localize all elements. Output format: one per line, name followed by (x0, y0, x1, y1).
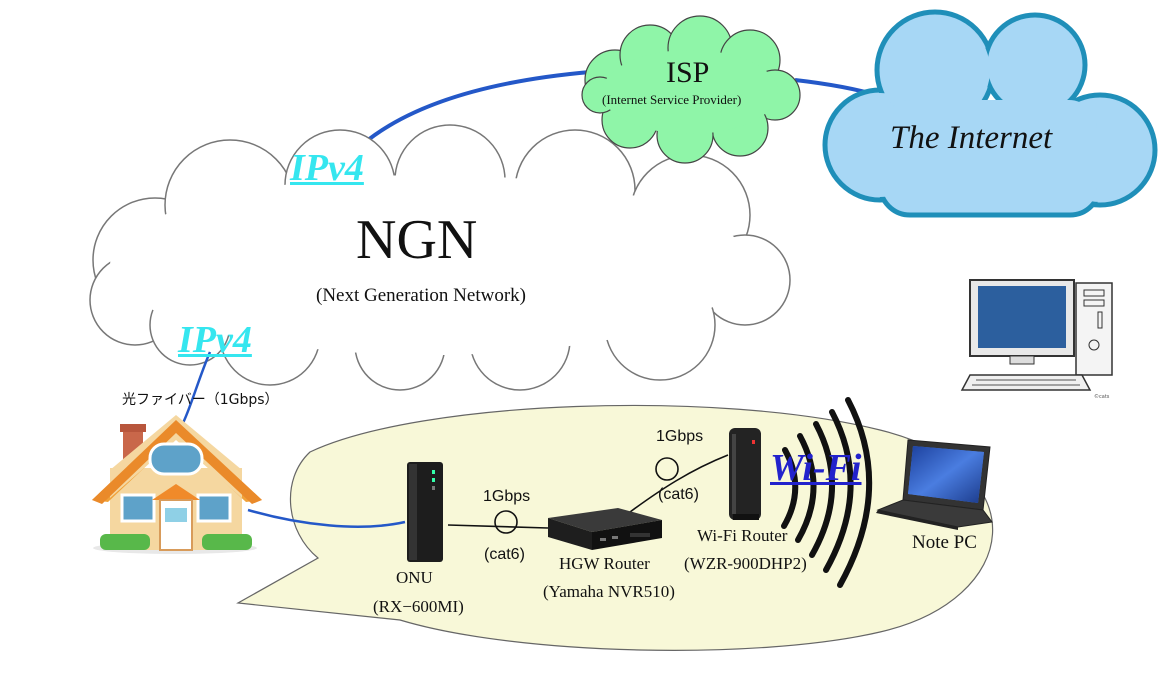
hgw-model: (Yamaha NVR510) (543, 582, 675, 601)
wifi-signal-icon (781, 397, 873, 588)
ipv4-label-upper: IPv4 (290, 147, 364, 189)
hgw-name: HGW Router (559, 554, 650, 573)
onu-hgw-speed-label: 1Gbps (483, 488, 531, 505)
hgw-router-icon (548, 508, 662, 550)
ipv4-label-lower: IPv4 (178, 319, 252, 361)
internet-cloud (822, 9, 1158, 218)
link-house-onu (247, 508, 406, 528)
link-hgw-wifi (629, 454, 729, 513)
cable-coil-icon (494, 510, 518, 534)
link-ngn-isp (366, 70, 591, 142)
hgw-wifi-speed-label: 1Gbps (656, 428, 704, 445)
house-icon (92, 415, 262, 554)
wifi-router-icon (729, 428, 761, 520)
ngn-subtitle: (Next Generation Network) (316, 285, 526, 306)
note-pc-name: Note PC (912, 532, 977, 553)
cable-coil-icon (655, 457, 679, 481)
hgw-wifi-cable-label: (cat6) (658, 486, 699, 503)
isp-title: ISP (666, 56, 710, 89)
wifi-label: Wi-Fi (770, 447, 862, 489)
ngn-cloud (89, 124, 791, 391)
wifi-router-model: (WZR-900DHP2) (684, 554, 807, 573)
internet-title: The Internet (890, 120, 1053, 156)
desktop-pc-icon: ©cats (960, 279, 1113, 400)
isp-subtitle: (Internet Service Provider) (602, 92, 742, 107)
svg-text:©cats: ©cats (1094, 393, 1110, 400)
wifi-router-name: Wi-Fi Router (697, 526, 788, 545)
onu-device-icon (407, 462, 443, 562)
link-onu-hgw (447, 524, 549, 529)
ngn-title: NGN (356, 209, 478, 271)
onu-model: (RX−600MI) (373, 597, 464, 616)
onu-name: ONU (396, 568, 433, 587)
notebook-pc-icon (876, 439, 993, 530)
isp-cloud (581, 15, 801, 164)
link-ngn-house (180, 351, 212, 426)
fiber-label: 光ファイバー（1Gbps） (122, 392, 279, 408)
onu-hgw-cable-label: (cat6) (484, 546, 525, 563)
